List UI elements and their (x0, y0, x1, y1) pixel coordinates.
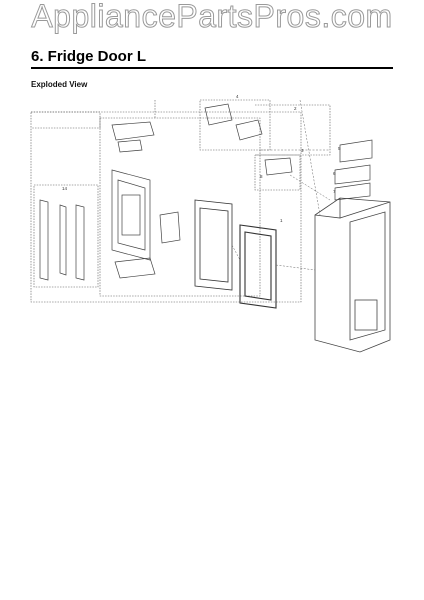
small-part-outline (254, 154, 301, 191)
callout-5: 5 (338, 146, 341, 151)
title-divider (31, 67, 393, 69)
door-panel-inner (111, 169, 151, 261)
assembly-boundaries (30, 99, 331, 303)
hinge-assembly-outline (33, 184, 99, 288)
upper-hinge-outline (199, 99, 271, 151)
callout-7: 7 (333, 189, 336, 194)
door-frame-strips (39, 199, 85, 281)
callout-4: 4 (236, 94, 239, 99)
section-subtitle: Exploded View (31, 80, 88, 89)
leader-lines (231, 99, 331, 271)
callout-3: 3 (301, 148, 304, 153)
hinge-bracket-upper (111, 103, 263, 153)
door-assembly-outline (99, 117, 261, 297)
door-bins (264, 139, 373, 201)
page-title: 6. Fridge Door L (31, 48, 147, 65)
cover-outline (255, 104, 331, 156)
watermark-logo: AppliancePartsPros.com (31, 0, 393, 35)
refrigerator-cabinet (314, 197, 391, 353)
callout-8: 8 (260, 174, 263, 179)
callout-6: 6 (333, 171, 336, 176)
door-gasket (239, 224, 277, 309)
main-assembly-outline (30, 111, 302, 303)
callout-1: 1 (280, 218, 283, 223)
hinge-bracket-lower (114, 211, 181, 279)
door-liner (194, 199, 233, 291)
callout-labels: 4 2 3 5 6 7 1 8 14 (62, 94, 341, 223)
callout-2: 2 (294, 106, 297, 111)
callout-14: 14 (62, 186, 68, 191)
